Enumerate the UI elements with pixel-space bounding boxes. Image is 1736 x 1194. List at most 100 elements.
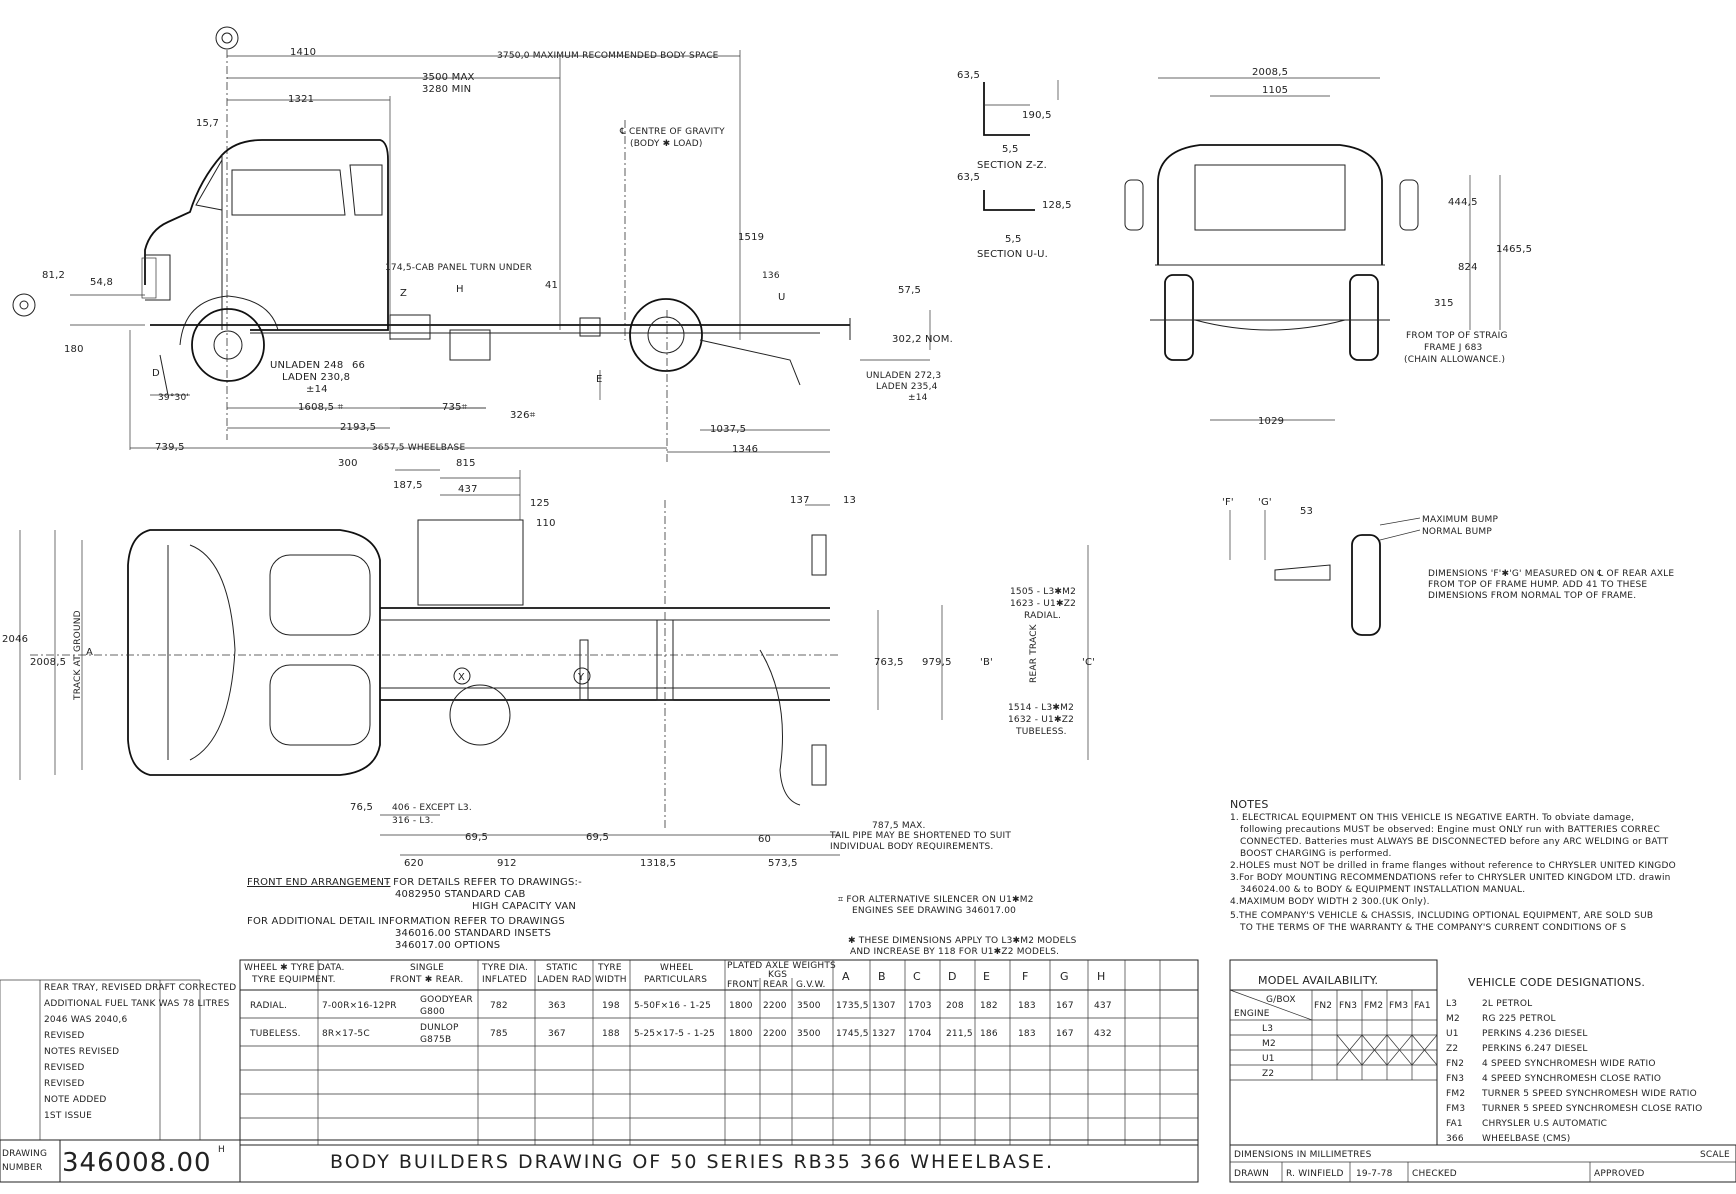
dim-5-5-a: 5,5 xyxy=(1002,144,1019,155)
gearbox-col-header: FN2 xyxy=(1314,1001,1332,1011)
dim-128-5: 128,5 xyxy=(1042,200,1072,211)
revision-entry: REAR TRAY, REVISED DRAFT CORRECTED xyxy=(44,983,236,993)
vehicle-code-description: RG 225 PETROL xyxy=(1482,1014,1556,1024)
dim-letter-header: C xyxy=(913,970,921,983)
th-tyre: TYRE xyxy=(597,963,622,973)
note-1c: CONNECTED. Batteries must ALWAYS BE DISC… xyxy=(1240,837,1669,847)
checked-label: CHECKED xyxy=(1412,1169,1457,1179)
revision-entry: REVISED xyxy=(44,1063,84,1073)
tubeless-track-2: 1632 - U1✱Z2 xyxy=(1008,715,1074,725)
note-3b: 346024.00 & to BODY & EQUIPMENT INSTALLA… xyxy=(1240,885,1525,895)
vehicle-code-description: TURNER 5 SPEED SYNCHROMESH WIDE RATIO xyxy=(1481,1089,1697,1099)
note-4: 4.MAXIMUM BODY WIDTH 2 300.(UK Only). xyxy=(1230,897,1430,907)
plan-dim-406: 406 - EXCEPT L3. xyxy=(392,803,472,813)
approved-label: APPROVED xyxy=(1594,1169,1645,1179)
vehicle-code-description: PERKINS 6.247 DIESEL xyxy=(1482,1044,1588,1054)
wheel-table-cell: 198 xyxy=(602,1001,620,1011)
wheel-table-cell: 1327 xyxy=(872,1029,896,1039)
rear-width-2008: 2008,5 xyxy=(1252,67,1288,78)
revision-entry: 1ST ISSUE xyxy=(44,1111,92,1121)
rear-note-1: FROM TOP OF STRAIG xyxy=(1406,331,1508,341)
wheel-table-cell: 1800 xyxy=(729,1029,753,1039)
applies-note-2: AND INCREASE BY 118 FOR U1✱Z2 MODELS. xyxy=(850,947,1059,957)
plan-dim-763: 763,5 xyxy=(874,657,904,668)
drawing-label: DRAWING xyxy=(2,1149,47,1159)
section-z-z-label: SECTION Z-Z. xyxy=(977,160,1047,171)
dim-190-5: 190,5 xyxy=(1022,110,1052,121)
wheel-table-cell: 5-50F×16 - 1-25 xyxy=(634,1001,711,1011)
wheel-table-cell: 211,5 xyxy=(946,1029,973,1039)
drawn-date: 19-7-78 xyxy=(1356,1169,1393,1179)
dim-136: 136 xyxy=(762,271,780,281)
wheel-table-cell: 2200 xyxy=(763,1029,787,1039)
dim-57-5: 57,5 xyxy=(898,285,921,296)
bump-note-2: FROM TOP OF FRAME HUMP. ADD 41 TO THESE xyxy=(1428,580,1647,590)
th-single: SINGLE xyxy=(410,963,444,973)
wheel-table-cell: 782 xyxy=(490,1001,508,1011)
note-1a: 1. ELECTRICAL EQUIPMENT ON THIS VEHICLE … xyxy=(1230,813,1634,823)
plan-dim-137: 137 xyxy=(790,495,810,506)
cab-panel-dim: 174,5-CAB PANEL TURN UNDER xyxy=(385,263,532,273)
centre-gravity-label: ℄ CENTRE OF GRAVITY xyxy=(619,127,725,137)
th-wheel-tyre-data: WHEEL ✱ TYRE DATA. xyxy=(244,963,345,973)
side-elevation xyxy=(12,26,931,465)
x-marker: X xyxy=(458,672,465,683)
front-end-arrangement: FRONT END ARRANGEMENT xyxy=(247,877,391,888)
engine-row-label: L3 xyxy=(1262,1024,1273,1034)
engine-row-label: M2 xyxy=(1262,1039,1276,1049)
rear-dim-1105: 1105 xyxy=(1262,85,1288,96)
plan-dim-979: 979,5 xyxy=(922,657,952,668)
model-availability-grid xyxy=(1229,959,1438,1146)
gearbox-col-header: FM3 xyxy=(1389,1001,1408,1011)
dim-302: 302,2 NOM. xyxy=(892,334,953,345)
plan-dim-76: 76,5 xyxy=(350,802,373,813)
plan-dim-300: 300 xyxy=(338,458,358,469)
title-block-frame xyxy=(0,1139,1736,1183)
wheel-table-cell: G875B xyxy=(420,1035,451,1045)
vehicle-code-description: 4 SPEED SYNCHROMESH WIDE RATIO xyxy=(1482,1059,1656,1069)
tolerance-14-front: ±14 xyxy=(306,384,328,395)
wheel-table-cell: 1703 xyxy=(908,1001,932,1011)
c-marker: 'C' xyxy=(1082,657,1095,668)
th-kgs: KGS xyxy=(768,970,787,980)
laden-235: LADEN 235,4 xyxy=(876,382,938,392)
wheel-table-cell: 437 xyxy=(1094,1001,1112,1011)
plan-dim-125: 125 xyxy=(530,498,550,509)
plan-dim-1318: 1318,5 xyxy=(640,858,676,869)
dim-letter-header: F xyxy=(1022,970,1029,983)
wheel-table-cell: TUBELESS. xyxy=(249,1029,301,1039)
plan-dim-187: 187,5 xyxy=(393,480,423,491)
plan-view xyxy=(19,469,1089,836)
revision-entry: REVISED xyxy=(44,1031,84,1041)
note-1d: BOOST CHARGING is performed. xyxy=(1240,849,1392,859)
radial-track-1: 1505 - L3✱M2 xyxy=(1010,587,1076,597)
radial-track-2: 1623 - U1✱Z2 xyxy=(1010,599,1076,609)
plan-dim-69-b: 69,5 xyxy=(586,832,609,843)
wheelbase-dim: 3657,5 WHEELBASE xyxy=(372,443,465,453)
vehicle-code-description: PERKINS 4.236 DIESEL xyxy=(1482,1029,1588,1039)
plan-dim-620: 620 xyxy=(404,858,424,869)
additional-detail-ref: FOR ADDITIONAL DETAIL INFORMATION REFER … xyxy=(247,916,565,927)
a-marker: A xyxy=(86,647,93,658)
vehicle-code-description: CHRYSLER U.S AUTOMATIC xyxy=(1482,1119,1607,1129)
h-marker: H xyxy=(456,284,464,295)
drawn-label: DRAWN xyxy=(1234,1169,1269,1179)
vehicle-code: FN2 xyxy=(1446,1059,1464,1069)
approach-angle: 39°30' xyxy=(158,393,189,403)
tubeless-track-1: 1514 - L3✱M2 xyxy=(1008,703,1074,713)
vehicle-code: 366 xyxy=(1446,1134,1464,1144)
note-5a: 5.THE COMPANY'S VEHICLE & CHASSIS, INCLU… xyxy=(1230,911,1653,921)
dim-326: 326⌗ xyxy=(510,410,536,421)
radial-label: RADIAL. xyxy=(1024,611,1061,621)
th-inflated: INFLATED xyxy=(482,975,527,985)
rear-dim-1029: 1029 xyxy=(1258,416,1284,427)
wheel-table-cell: 183 xyxy=(1018,1001,1036,1011)
dim-1519: 1519 xyxy=(738,232,764,243)
plan-dim-13: 13 xyxy=(843,495,856,506)
th-tyre-equipment: TYRE EQUIPMENT. xyxy=(251,975,336,985)
vehicle-code: M2 xyxy=(1446,1014,1460,1024)
th-particulars: PARTICULARS xyxy=(644,975,707,985)
front-end-refer: - FOR DETAILS REFER TO DRAWINGS:- xyxy=(386,877,582,888)
